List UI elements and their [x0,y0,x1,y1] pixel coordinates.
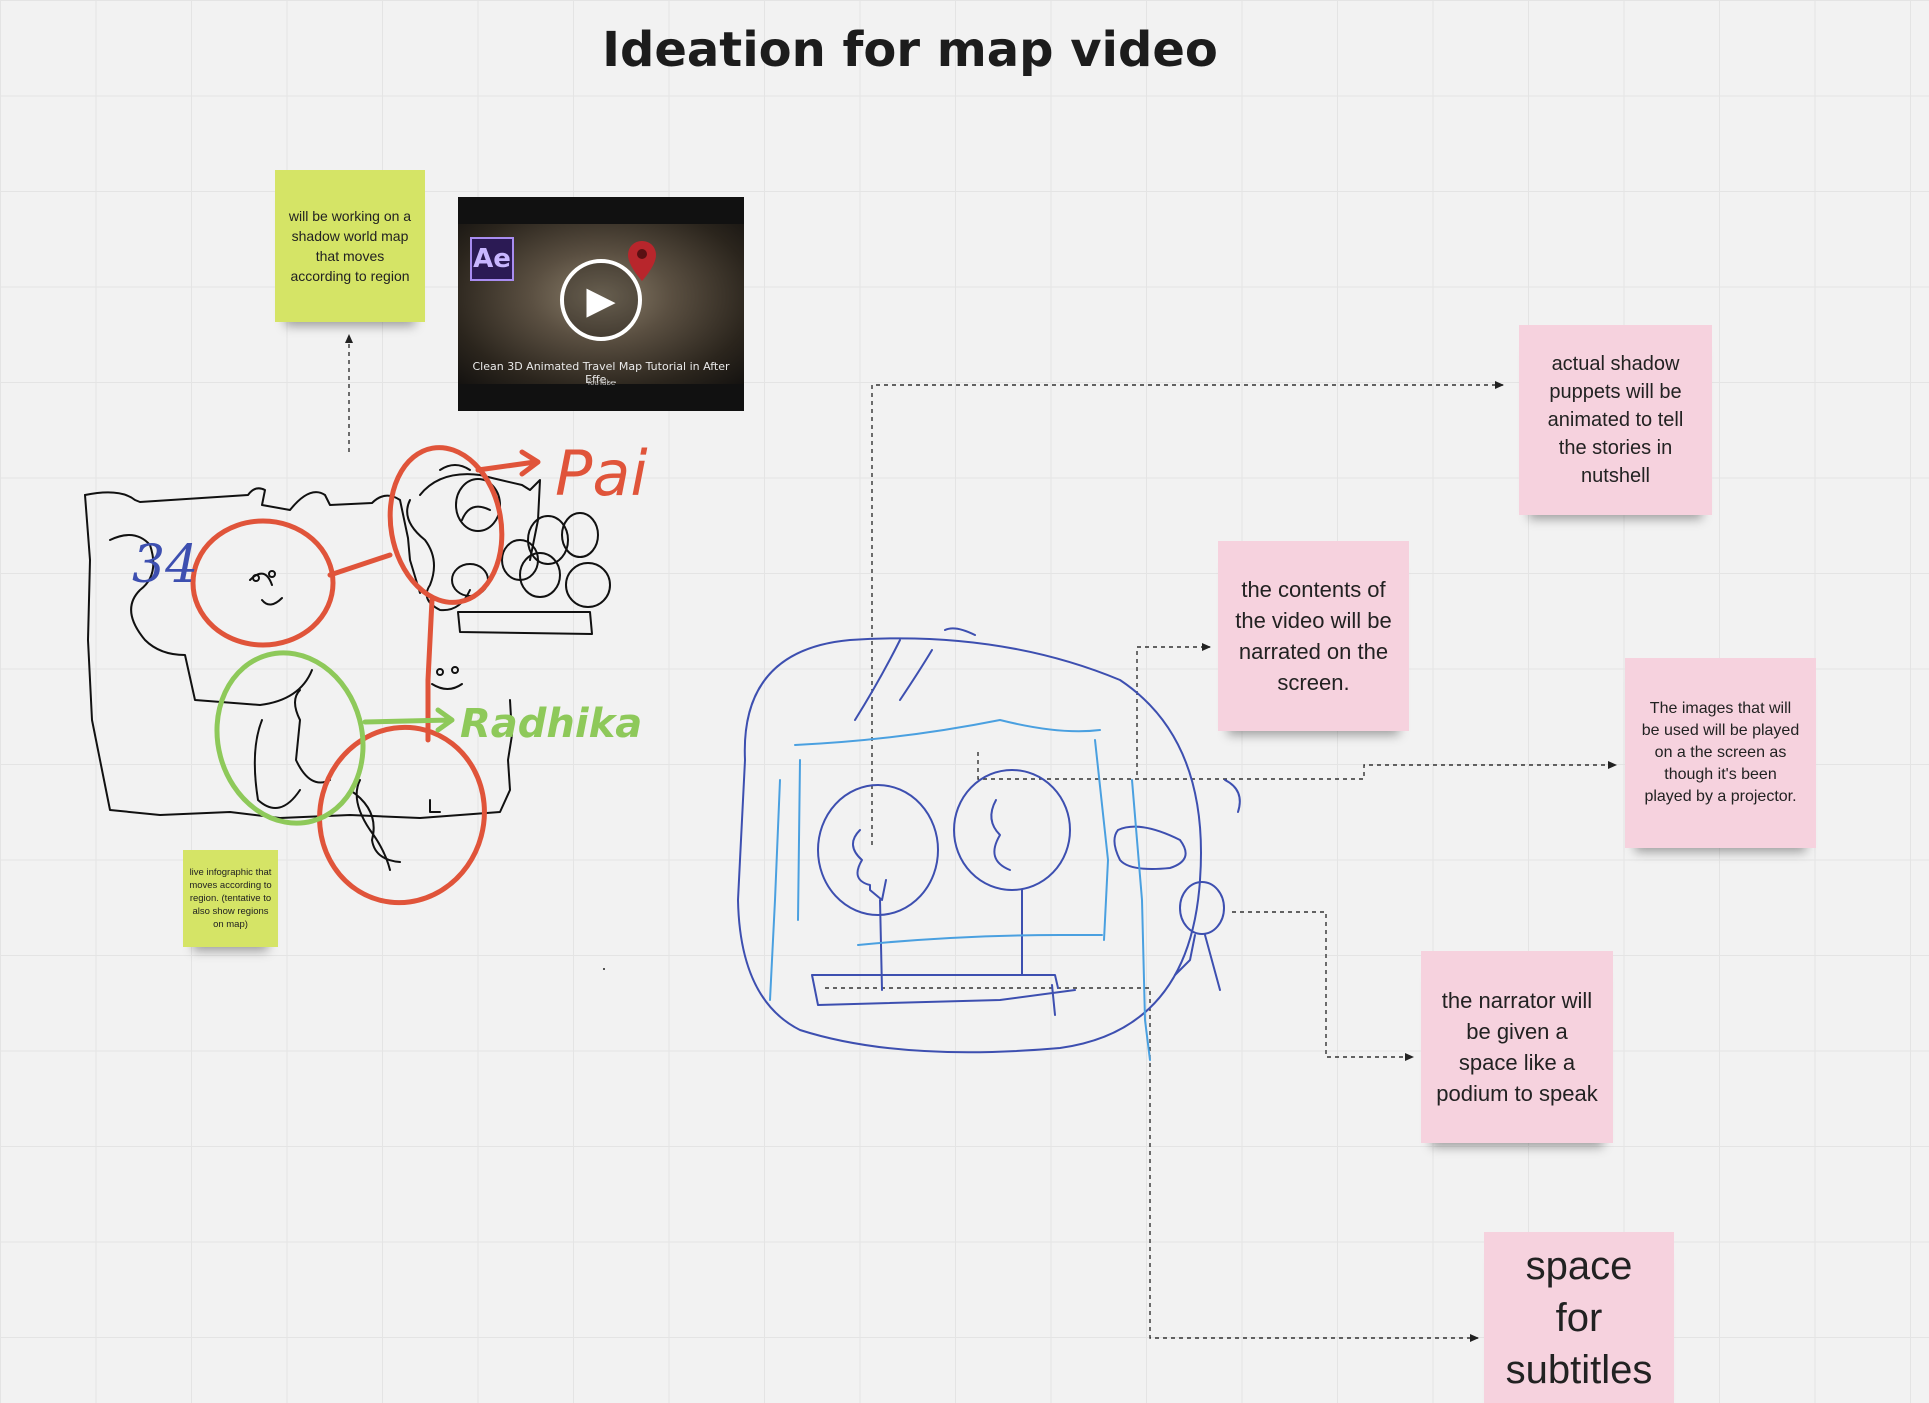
after-effects-logo-icon: Ae [470,237,514,281]
video-embed-card[interactable]: Ae ▶ Clean 3D Animated Travel Map Tutori… [458,197,744,411]
map-sketch-black [84,464,611,871]
sticky-note-text: the narrator will be given a space like … [1436,988,1598,1106]
sticky-note-text: will be working on a shadow world map th… [288,208,412,284]
video-source: YouTube [586,379,616,387]
video-title: Clean 3D Animated Travel Map Tutorial in… [472,360,730,386]
sticky-note-subtitles[interactable]: space for subtitles [1484,1232,1674,1403]
sticky-note-text: actual shadow puppets will be animated t… [1547,353,1684,487]
connector-to-subtitles [825,987,1479,1342]
sticky-note-text: space for subtitles [1505,1244,1653,1392]
sticky-note-text: the contents of the video will be narrat… [1235,577,1392,695]
stage-screen-lightblue [769,718,1151,1061]
sticky-note-projector[interactable]: The images that will be used will be pla… [1625,658,1816,848]
connector-to-narrator [1232,911,1414,1061]
sticky-note-narrated[interactable]: the contents of the video will be narrat… [1218,541,1409,731]
board-title: Ideation for map video [602,22,1218,78]
sticky-note-puppets[interactable]: actual shadow puppets will be animated t… [1519,325,1712,515]
sticky-note-shadow-map[interactable]: will be working on a shadow world map th… [275,170,425,322]
radhika-annotation-green [214,650,455,826]
pai-label: Pai [555,437,648,510]
connector-to-projector [977,752,1617,780]
sticky-note-infographic[interactable]: live infographic that moves according to… [183,850,278,947]
sticky-note-narrator[interactable]: the narrator will be given a space like … [1421,951,1613,1143]
pai-annotation-red [190,445,541,906]
play-icon[interactable]: ▶ [560,259,642,341]
connector-to-narrated [1136,643,1211,775]
map-pin-icon [628,241,656,281]
radhika-label: Radhika [460,701,642,747]
sticky-note-text: The images that will be used will be pla… [1641,700,1800,805]
sticky-note-text: live infographic that moves according to… [189,867,272,930]
stage-sketch-blue [737,627,1241,1054]
number-label: 34 [132,535,198,595]
stray-dot [603,968,605,970]
